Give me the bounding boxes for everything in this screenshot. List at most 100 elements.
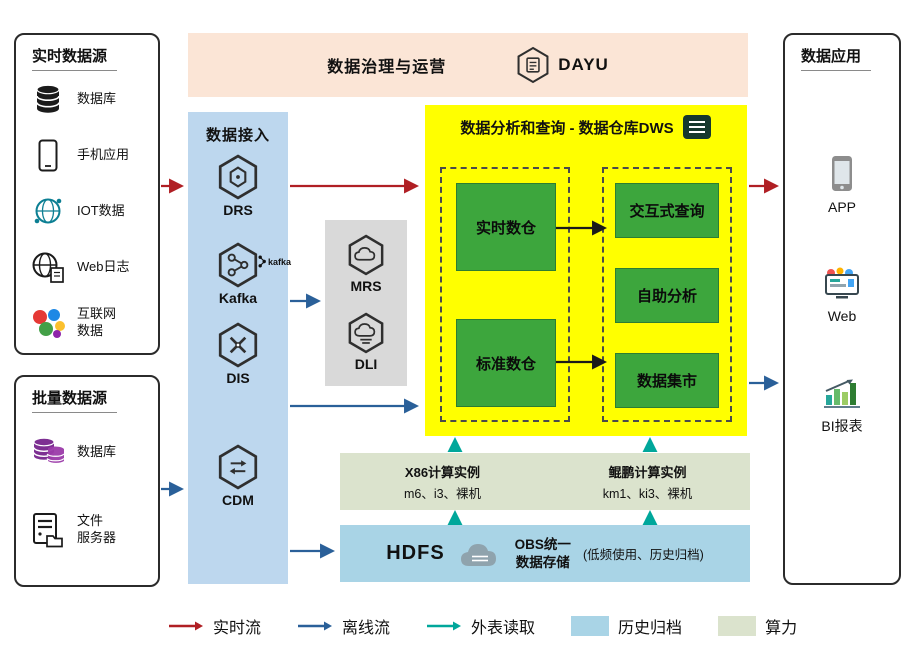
source-item-label: 数据库 [77, 90, 117, 106]
web-monitor-icon [825, 267, 859, 299]
dli-icon [348, 312, 384, 354]
dws-capability-group: 交互式查询 自助分析 数据集市 [602, 167, 732, 422]
service-label: DLI [354, 356, 378, 372]
realtime-warehouse-box: 实时数仓 [456, 183, 556, 271]
dws-title-text: 数据分析和查询 - 数据仓库DWS [460, 119, 674, 137]
mrs-icon [348, 234, 384, 276]
history-archive-swatch [571, 616, 610, 636]
database-icon [28, 83, 68, 115]
mobile-app-icon [28, 139, 68, 172]
source-item-label: IOT数据 [77, 202, 125, 218]
obs-title: OBS统一 数据存储 [515, 536, 571, 571]
interactive-query-box: 交互式查询 [615, 183, 719, 238]
governance-title: 数据治理与运营 [327, 59, 447, 76]
source-item-database-batch: 数据库 [16, 422, 158, 482]
service-drs: DRS [188, 154, 288, 218]
service-kafka: kafka Kafka [188, 242, 291, 306]
data-mart-box: 数据集市 [615, 353, 719, 408]
service-label: CDM [222, 492, 254, 508]
data-access-column: 数据接入 DRS [188, 112, 291, 584]
iot-icon [28, 195, 68, 227]
standard-warehouse-box: 标准数仓 [456, 319, 556, 407]
obs-note: (低频使用、历史归档) [582, 548, 704, 562]
app-item-label: BI报表 [821, 418, 863, 434]
dws-title-row: 数据分析和查询 - 数据仓库DWS [425, 105, 747, 140]
source-item-database: 数据库 [16, 71, 158, 127]
offline-flow-arrow-icon [298, 621, 333, 631]
realtime-sources-title: 实时数据源 [16, 35, 158, 71]
service-label: MRS [350, 278, 382, 294]
applications-title: 数据应用 [785, 35, 899, 71]
external-read-arrow-icon [427, 621, 462, 631]
data-access-title: 数据接入 [205, 127, 270, 144]
obs-title-line2: 数据存储 [515, 554, 570, 570]
dis-icon [218, 322, 258, 368]
dws-icon [682, 115, 711, 139]
x86-compute-group: X86计算实例 m6、i3、裸机 [340, 453, 545, 510]
service-dli: DLI [325, 312, 407, 372]
service-mrs: MRS [325, 234, 407, 294]
legend-label: 实时流 [213, 620, 262, 637]
legend-label: 离线流 [342, 620, 391, 637]
service-label: DRS [223, 202, 253, 218]
source-item-label: 互联网 数据 [77, 306, 117, 338]
compute-instances-strip: X86计算实例 m6、i3、裸机 鲲鹏计算实例 km1、ki3、裸机 [340, 453, 750, 510]
app-item-web: Web [785, 267, 899, 324]
app-item-app: APP [785, 155, 899, 215]
service-label: Kafka [218, 290, 258, 306]
service-label: DIS [226, 370, 250, 386]
dayu-brand: DAYU [516, 46, 609, 84]
dayu-icon [517, 46, 549, 84]
compute-group-specs: km1、ki3、裸机 [602, 486, 693, 501]
applications-title-text: 数据应用 [801, 45, 872, 71]
web-log-icon [28, 251, 68, 284]
legend-item-compute-power: 算力 [718, 614, 797, 638]
source-item-mobile-app: 手机应用 [16, 127, 158, 183]
analytics-services-box: MRS DLI [325, 220, 407, 386]
source-item-label: 文件 服务器 [77, 513, 117, 545]
internet-data-icon [28, 307, 68, 339]
app-phone-icon [832, 156, 852, 191]
kafka-icon [218, 242, 258, 288]
legend-item-offline-flow: 离线流 [297, 614, 390, 638]
legend-item-external-read: 外表读取 [426, 614, 535, 638]
obs-cloud-icon [460, 543, 496, 566]
source-item-iot: IOT数据 [16, 183, 158, 239]
compute-power-swatch [718, 616, 757, 636]
file-server-icon [28, 512, 68, 548]
legend-label: 历史归档 [618, 620, 683, 637]
source-item-file-server: 文件 服务器 [16, 500, 158, 560]
drs-icon [218, 154, 258, 200]
service-dis: DIS [188, 322, 288, 386]
kafka-wordmark: kafka [258, 255, 291, 268]
batch-sources-title: 批量数据源 [16, 377, 158, 413]
obs-title-line1: OBS统一 [514, 536, 571, 552]
app-item-label: APP [827, 199, 856, 215]
source-item-label: 手机应用 [77, 146, 130, 162]
legend-label: 外表读取 [471, 620, 536, 637]
hdfs-label: HDFS [386, 542, 445, 564]
source-item-label: Web日志 [77, 258, 130, 274]
self-service-analysis-box: 自助分析 [615, 268, 719, 323]
dws-block: 数据分析和查询 - 数据仓库DWS 实时数仓 标准数仓 交互式查询 自助分析 数… [425, 105, 747, 436]
dayu-brand-text: DAYU [558, 55, 609, 74]
realtime-sources-panel: 实时数据源 数据库 手机应用 [14, 33, 160, 355]
compute-group-title: 鲲鹏计算实例 [608, 464, 687, 480]
legend-item-realtime-flow: 实时流 [168, 614, 261, 638]
source-item-label: 数据库 [77, 443, 117, 459]
bi-report-icon [824, 379, 860, 408]
realtime-sources-title-text: 实时数据源 [32, 45, 118, 71]
compute-group-title: X86计算实例 [404, 464, 481, 480]
database-purple-icon [28, 434, 68, 470]
legend-item-history-archive: 历史归档 [571, 614, 682, 638]
cdm-icon [218, 444, 258, 490]
legend: 实时流 离线流 外表读取 历史归档 算力 [168, 614, 797, 638]
governance-bar: 数据治理与运营 DAYU [188, 33, 748, 97]
kunpeng-compute-group: 鲲鹏计算实例 km1、ki3、裸机 [545, 453, 750, 510]
applications-panel: 数据应用 APP Web [783, 33, 901, 585]
storage-strip: HDFS OBS统一 数据存储 (低频使用、历史归档) [340, 525, 750, 582]
compute-group-specs: m6、i3、裸机 [403, 486, 482, 501]
app-item-bi: BI报表 [785, 375, 899, 436]
realtime-flow-arrow-icon [169, 621, 203, 631]
